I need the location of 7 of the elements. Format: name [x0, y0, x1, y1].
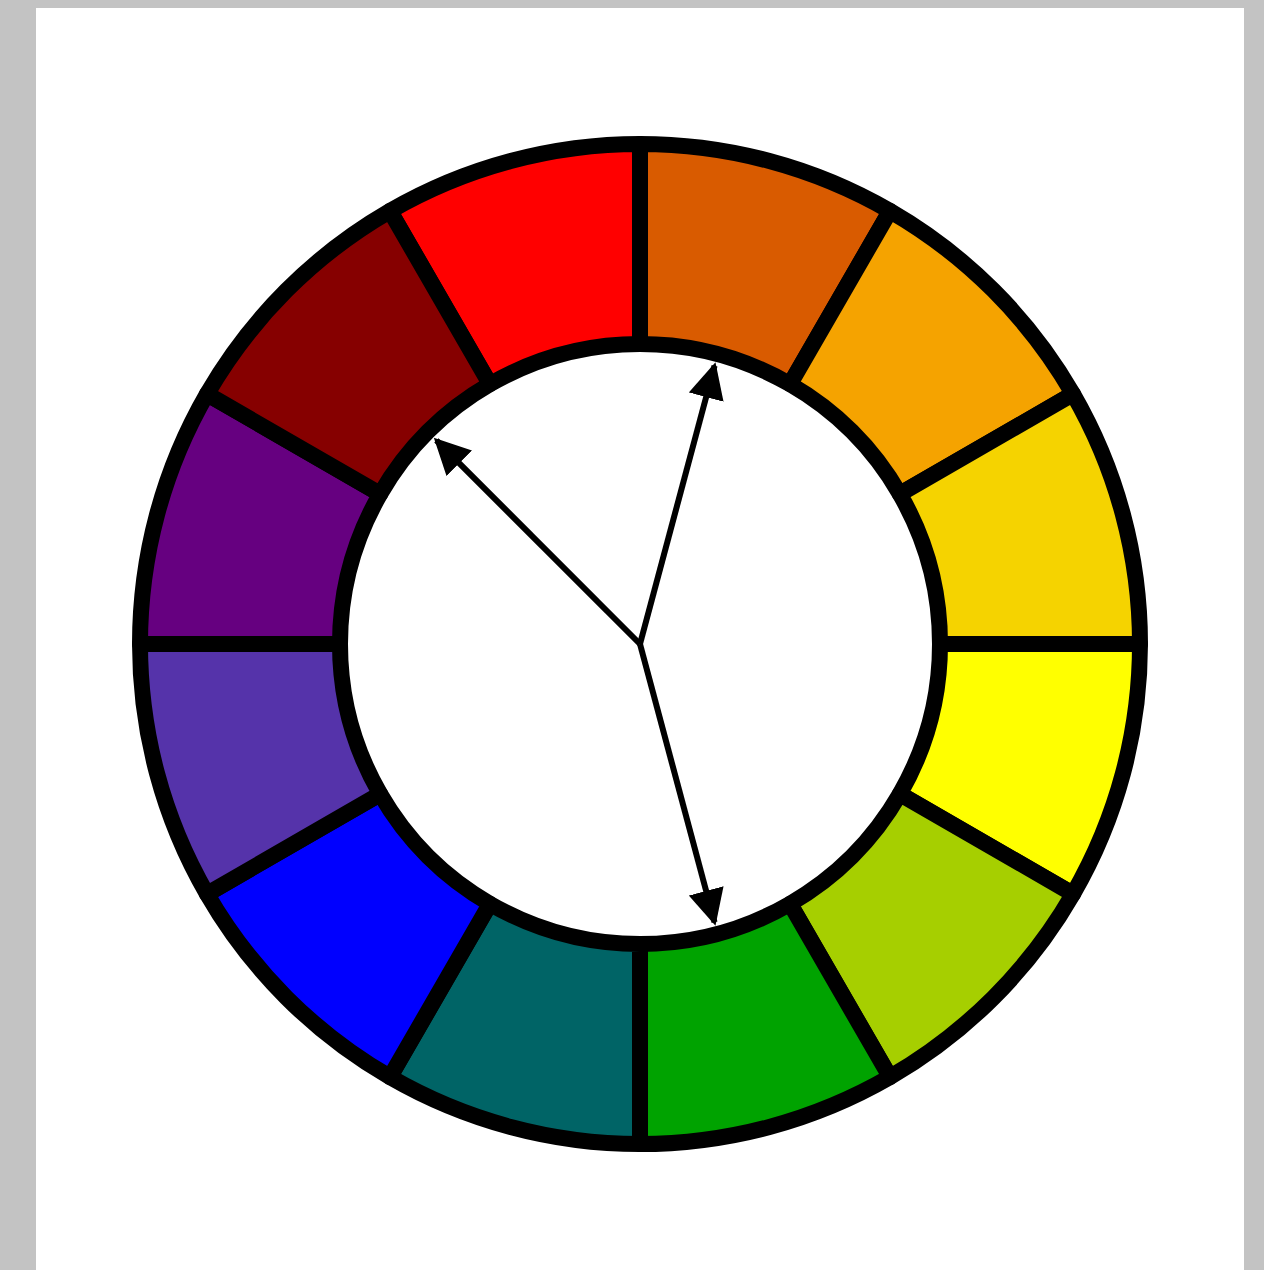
arrow	[637, 362, 724, 645]
color-wheel-segment	[199, 786, 498, 1085]
arrow	[433, 437, 643, 647]
color-wheel-segment	[782, 203, 1081, 502]
color-wheel-segment	[782, 786, 1081, 1085]
arrow	[637, 643, 724, 926]
color-wheel-segment	[199, 203, 498, 502]
